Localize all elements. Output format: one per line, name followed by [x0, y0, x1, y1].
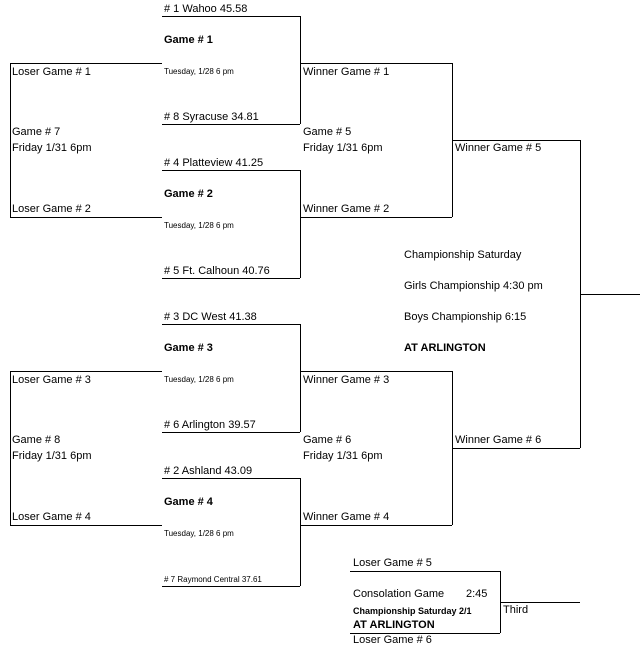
winner-game-2-label: Winner Game # 2 [303, 203, 390, 215]
game-4-bottom-line [162, 586, 300, 587]
consolation-title: Consolation Game [353, 588, 445, 600]
game-8-time: Friday 1/31 6pm [12, 450, 92, 462]
game-7-top-line [10, 63, 162, 64]
game-2-top-line [162, 170, 300, 171]
consolation-subtitle: Championship Saturday 2/1 [353, 606, 472, 616]
winner-game-6-label: Winner Game # 6 [455, 434, 542, 446]
game-3-team-top: # 3 DC West 41.38 [164, 311, 257, 323]
girls-championship-time: Girls Championship 4:30 pm [404, 280, 543, 292]
game-7-left-line [10, 63, 11, 217]
loser-game-5-label: Loser Game # 5 [353, 557, 432, 569]
game-8-title: Game # 8 [12, 434, 61, 446]
champion-line [580, 294, 640, 295]
game-8-left-line [10, 371, 11, 525]
game-4-title: Game # 4 [164, 496, 213, 508]
game-3-right-line [300, 324, 301, 432]
game-3-time: Tuesday, 1/28 6 pm [164, 375, 234, 384]
game-7-title: Game # 7 [12, 126, 61, 138]
winner-game-5-label: Winner Game # 5 [455, 142, 542, 154]
game-5-bottom-line [300, 217, 452, 218]
game-4-right-line [300, 478, 301, 586]
game-3-bottom-line [162, 432, 300, 433]
game-5-time: Friday 1/31 6pm [303, 142, 383, 154]
game-8-top-line [10, 371, 162, 372]
third-result-line [500, 602, 580, 603]
game-2-time: Tuesday, 1/28 6 pm [164, 221, 234, 230]
game-5-title: Game # 5 [303, 126, 352, 138]
game-7-time: Friday 1/31 6pm [12, 142, 92, 154]
game-5-top-line [300, 63, 452, 64]
winner-game-1-label: Winner Game # 1 [303, 66, 390, 78]
loser-game-4-label: Loser Game # 4 [12, 511, 91, 523]
consolation-time: 2:45 [466, 588, 488, 600]
boys-championship-time: Boys Championship 6:15 [404, 311, 527, 323]
final-top-line [452, 140, 580, 141]
game-2-bottom-line [162, 278, 300, 279]
consolation-location: AT ARLINGTON [353, 619, 435, 631]
game-1-title: Game # 1 [164, 34, 213, 46]
game-1-time: Tuesday, 1/28 6 pm [164, 67, 234, 76]
loser-game-6-label: Loser Game # 6 [353, 634, 432, 646]
game-8-bottom-line [10, 525, 162, 526]
game-3-team-bottom: # 6 Arlington 39.57 [164, 419, 256, 431]
game-4-top-line [162, 478, 300, 479]
game-6-title: Game # 6 [303, 434, 352, 446]
loser-game-3-label: Loser Game # 3 [12, 374, 91, 386]
game-2-title: Game # 2 [164, 188, 213, 200]
game-1-right-line [300, 16, 301, 124]
game-2-team-bottom: # 5 Ft. Calhoun 40.76 [164, 265, 270, 277]
championship-heading: Championship Saturday [404, 249, 522, 261]
game-4-team-top: # 2 Ashland 43.09 [164, 465, 253, 477]
game-1-team-bottom: # 8 Syracuse 34.81 [164, 111, 259, 123]
game-6-top-line [300, 371, 452, 372]
game-3-top-line [162, 324, 300, 325]
game-3-title: Game # 3 [164, 342, 213, 354]
final-bottom-line [452, 448, 580, 449]
game-1-top-line [162, 16, 300, 17]
game-4-team-bottom: # 7 Raymond Central 37.61 [164, 575, 262, 584]
game-7-bottom-line [10, 217, 162, 218]
third-top-line [350, 571, 500, 572]
championship-location: AT ARLINGTON [404, 342, 486, 354]
loser-game-2-label: Loser Game # 2 [12, 203, 91, 215]
winner-game-4-label: Winner Game # 4 [303, 511, 390, 523]
game-1-bottom-line [162, 124, 300, 125]
game-6-time: Friday 1/31 6pm [303, 450, 383, 462]
game-6-bottom-line [300, 525, 452, 526]
third-place-label: Third [503, 604, 529, 616]
game-2-team-top: # 4 Platteview 41.25 [164, 157, 264, 169]
game-2-right-line [300, 170, 301, 278]
game-4-time: Tuesday, 1/28 6 pm [164, 529, 234, 538]
winner-game-3-label: Winner Game # 3 [303, 374, 390, 386]
third-bottom-line [350, 633, 500, 634]
game-1-team-top: # 1 Wahoo 45.58 [164, 3, 248, 15]
loser-game-1-label: Loser Game # 1 [12, 66, 91, 78]
